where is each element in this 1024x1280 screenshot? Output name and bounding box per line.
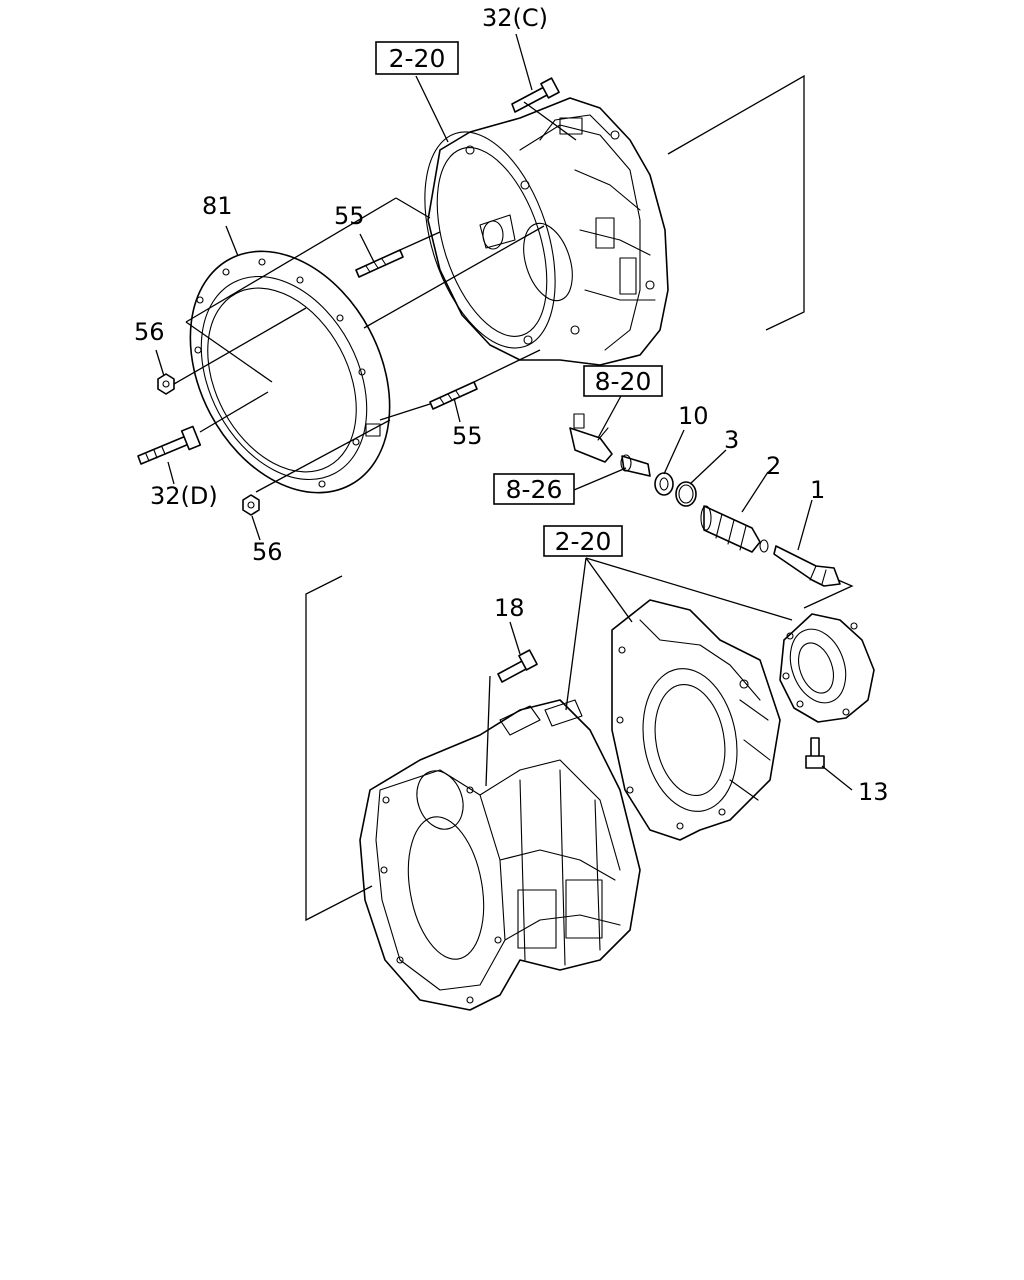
ref-label: 2-20 <box>389 44 446 73</box>
center-plate <box>611 599 781 841</box>
assembly-lines <box>173 74 854 922</box>
callout-32c: 32(C) <box>482 4 548 32</box>
ref-box-2-20-lower[interactable]: 2-20 <box>543 525 623 557</box>
ref-label: 2-20 <box>555 527 612 556</box>
callout-32d: 32(D) <box>150 482 218 510</box>
bushing-10 <box>654 472 674 496</box>
callout-2: 2 <box>766 452 781 480</box>
rear-cover <box>779 613 875 723</box>
nut-56-upper <box>157 373 175 395</box>
clutch-housing-upper <box>424 97 669 366</box>
transmission-case <box>359 699 641 1011</box>
callout-55-upper: 55 <box>334 202 365 230</box>
callout-56-lower: 56 <box>252 538 283 566</box>
ref-box-8-20[interactable]: 8-20 <box>583 365 663 397</box>
bolt-18 <box>497 649 538 683</box>
ref-box-2-20-upper[interactable]: 2-20 <box>375 41 459 75</box>
ref-box-8-26[interactable]: 8-26 <box>493 473 575 505</box>
callout-18: 18 <box>494 594 525 622</box>
o-ring-3 <box>675 481 697 507</box>
bolt-32c <box>511 77 560 113</box>
callout-13: 13 <box>858 778 889 806</box>
ref-label: 8-26 <box>506 475 563 504</box>
ref-label: 8-20 <box>595 367 652 396</box>
bolt-13 <box>805 737 825 769</box>
callout-10: 10 <box>678 402 709 430</box>
nut-56-lower <box>242 494 260 516</box>
stud-55-lower <box>429 381 478 410</box>
driven-gear-1 <box>773 545 841 587</box>
switch-8-26 <box>620 454 651 477</box>
callout-56-upper: 56 <box>134 318 165 346</box>
callout-55-lower: 55 <box>452 422 483 450</box>
bolt-32d <box>137 425 202 465</box>
callout-1: 1 <box>810 476 825 504</box>
speed-sensor <box>569 413 613 463</box>
callout-3: 3 <box>724 426 739 454</box>
sleeve-2 <box>700 505 769 553</box>
callout-81: 81 <box>202 192 233 220</box>
flywheel-housing-ring-81 <box>189 250 391 494</box>
stud-55-upper <box>355 249 404 278</box>
leader-lines <box>155 33 853 791</box>
